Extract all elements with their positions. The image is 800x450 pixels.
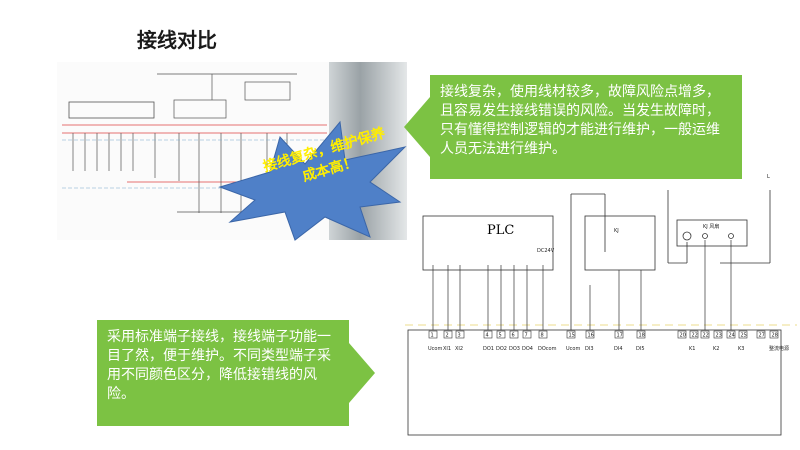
terminal-block [522, 330, 532, 339]
terminal-label: Ucom [428, 346, 442, 352]
terminal-number: 28 [772, 333, 778, 339]
terminal-label: K3 [738, 346, 744, 352]
terminal-block [455, 330, 465, 339]
terminal-number: 22 [703, 333, 709, 339]
terminal-label: DO4 [522, 346, 533, 352]
terminal-label: K2 [713, 346, 719, 352]
line-label: L [767, 174, 770, 180]
burst-star-shape [218, 120, 407, 241]
terminal-number: 24 [729, 333, 735, 339]
terminal-label: K1 [689, 346, 695, 352]
terminal-label: DOcom [538, 346, 557, 352]
terminal-label: DI5 [636, 346, 645, 352]
terminal-label: Ucom [566, 346, 580, 352]
terminal-block [443, 330, 453, 339]
terminal-number: 17 [617, 333, 623, 339]
terminal-label: DO1 [483, 346, 494, 352]
terminal-block [496, 330, 506, 339]
terminal-block [636, 330, 646, 339]
terminal-label: DO2 [496, 346, 507, 352]
terminal-number: 27 [759, 333, 765, 339]
terminal-block [509, 330, 519, 339]
plc-label: PLC [487, 223, 514, 238]
terminal-block [726, 330, 736, 339]
terminal-number: 6 [512, 333, 515, 339]
terminal-block [614, 330, 624, 339]
callout-old-wiring: 接线复杂，使用线材较多，故障风险点增多，且容易发生接线错误的风险。当发生故障时，… [404, 75, 742, 179]
page-title: 接线对比 [137, 28, 217, 52]
terminal-number: 4 [486, 333, 489, 339]
terminal-label: DO3 [509, 346, 520, 352]
terminal-number: 18 [639, 333, 645, 339]
terminal-block [700, 330, 710, 339]
terminal-block [769, 330, 779, 339]
terminal-block [756, 330, 766, 339]
terminal-number: 25 [741, 333, 747, 339]
terminal-number: 8 [541, 333, 544, 339]
terminal-label: DI4 [614, 346, 623, 352]
terminal-label: XI1 [443, 346, 451, 352]
terminal-block [428, 330, 438, 339]
terminal-number: 3 [458, 333, 461, 339]
terminal-label: DI3 [585, 346, 594, 352]
terminal-number: 1 [431, 333, 434, 339]
terminal-number: 5 [499, 333, 502, 339]
terminal-number: 22 [692, 333, 698, 339]
terminal-block [566, 330, 576, 339]
terminal-block [677, 330, 687, 339]
terminal-number: 7 [525, 333, 528, 339]
terminal-number: 15 [569, 333, 575, 339]
terminal-number: 2 [446, 333, 449, 339]
relay-label: KJ [614, 228, 619, 234]
terminal-block [689, 330, 699, 339]
fan-label: KJ 风扇 [703, 223, 719, 230]
terminal-block [738, 330, 748, 339]
terminal-number: 23 [716, 333, 722, 339]
terminal-block [585, 330, 595, 339]
callout-new-wiring: 采用标准端子接线，接线端子功能一目了然，便于维护。不同类型端子采用不同颜色区分，… [97, 320, 375, 426]
terminal-label: 整流电源 [769, 345, 789, 352]
terminal-number: 16 [588, 333, 594, 339]
terminal-block [713, 330, 723, 339]
terminal-number: 20 [680, 333, 686, 339]
terminal-block [538, 330, 548, 339]
plc-power-label: DC24V [537, 248, 555, 254]
terminal-label: XI2 [455, 346, 463, 352]
terminal-block [483, 330, 493, 339]
